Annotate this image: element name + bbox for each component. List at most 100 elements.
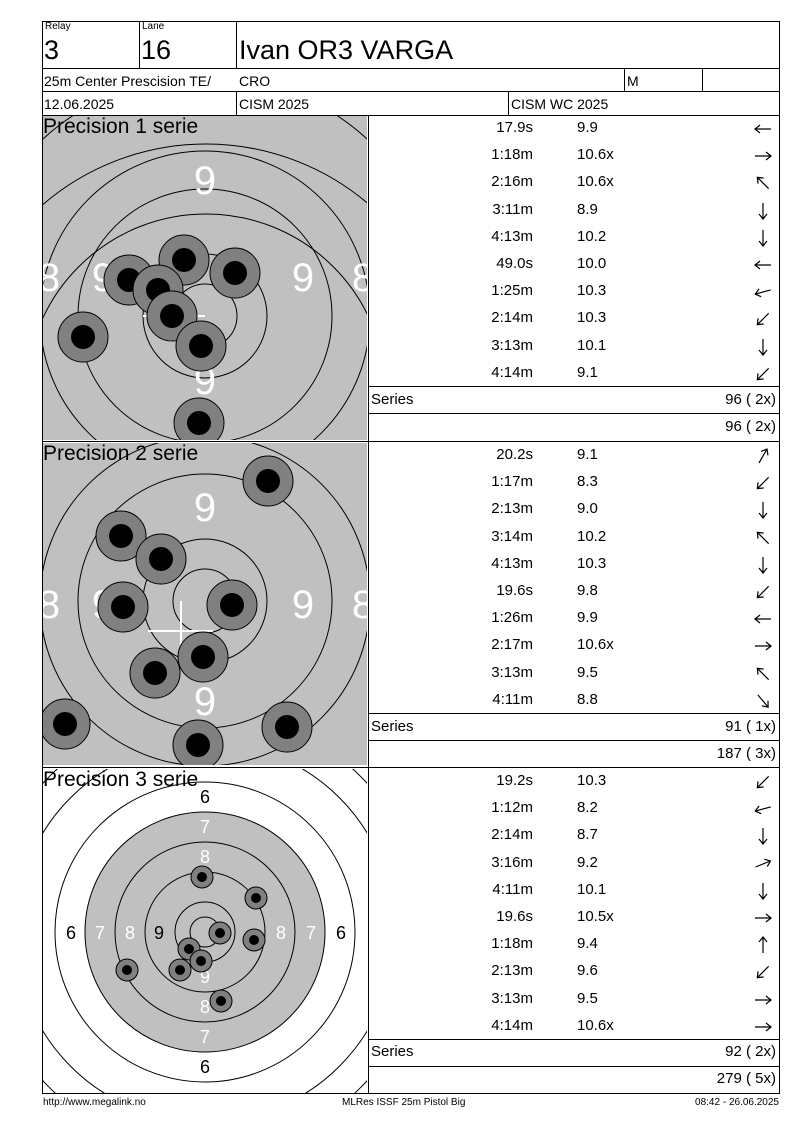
- arrow-icon: [756, 313, 770, 326]
- header-divider: [702, 68, 703, 91]
- shot-time: 4:14m: [491, 1016, 533, 1034]
- svg-text:8: 8: [200, 997, 210, 1017]
- footer-program: MLRes ISSF 25m Pistol Big: [342, 1097, 466, 1108]
- svg-text:8: 8: [352, 256, 367, 300]
- shot-score: 9.4: [577, 935, 598, 953]
- target-1: 9 9 9 9 8 8: [43, 116, 367, 440]
- shot-time: 2:16m: [491, 173, 533, 191]
- shot-row: 3:13m 10.1: [369, 333, 779, 360]
- svg-text:6: 6: [336, 923, 346, 943]
- svg-text:6: 6: [200, 1057, 210, 1077]
- gender: M: [627, 73, 639, 89]
- svg-text:9: 9: [292, 256, 314, 300]
- divider: [368, 740, 780, 741]
- divider: [368, 442, 369, 768]
- shot-score: 10.5x: [577, 908, 614, 925]
- arrow-icon: [755, 913, 772, 923]
- shot-score: 9.1: [577, 446, 598, 463]
- arrow-icon: [758, 338, 768, 356]
- arrow-icon: [754, 288, 771, 298]
- shot-score: 8.8: [577, 690, 598, 708]
- arrow-icon: [756, 477, 770, 490]
- svg-text:8: 8: [43, 256, 60, 300]
- svg-text:7: 7: [95, 923, 105, 943]
- date: 12.06.2025: [44, 96, 115, 112]
- svg-text:9: 9: [194, 486, 216, 530]
- running-total: 96 ( 2x): [725, 418, 776, 435]
- shot-time: 2:13m: [491, 962, 533, 980]
- footer-url[interactable]: http://www.megalink.no: [43, 1097, 146, 1108]
- shot-score: 9.2: [577, 853, 598, 871]
- shot-score: 8.7: [577, 826, 598, 844]
- arrow-icon: [754, 614, 771, 624]
- shot-score: 10.1: [577, 336, 607, 354]
- header-divider: [236, 91, 237, 116]
- shot-score: 10.3: [577, 554, 607, 572]
- shot-row: 1:18m 9.4: [369, 931, 779, 958]
- arrow-icon: [758, 502, 768, 520]
- svg-text:8: 8: [43, 583, 60, 627]
- svg-text:8: 8: [352, 583, 367, 627]
- divider: [368, 713, 780, 714]
- series-title: Precision 3 serie: [43, 768, 199, 791]
- arrow-icon: [756, 775, 770, 789]
- shot-time: 3:13m: [491, 989, 533, 1007]
- svg-text:8: 8: [125, 923, 135, 943]
- shot-row: 2:14m 8.7: [369, 822, 779, 849]
- shot-time: 19.6s: [496, 582, 533, 599]
- svg-text:9: 9: [194, 159, 216, 203]
- shot-time: 1:17m: [491, 473, 533, 491]
- series-total: 96 ( 2x): [725, 391, 776, 408]
- shot-time: 1:18m: [491, 935, 533, 953]
- divider: [368, 768, 369, 1094]
- shot-score: 9.9: [577, 119, 598, 136]
- series-block-3: 6 6 6 6 9 7 7 7 7 8 8 8 8 9 P: [42, 768, 780, 1094]
- shot-time: 2:14m: [491, 309, 533, 327]
- shot-time: 3:13m: [491, 336, 533, 354]
- arrow-icon: [758, 448, 769, 464]
- arrow-icon: [758, 828, 768, 846]
- shot-score: 10.3: [577, 282, 607, 300]
- svg-text:6: 6: [66, 923, 76, 943]
- arrow-icon: [756, 966, 770, 979]
- arrow-icon: [756, 667, 770, 680]
- shot-score: 10.0: [577, 255, 607, 272]
- header-divider: [624, 68, 625, 91]
- series-label: Series: [371, 1043, 414, 1060]
- shot-time: 3:11m: [492, 200, 533, 218]
- series-label: Series: [371, 391, 414, 408]
- arrow-icon: [754, 260, 771, 270]
- lane-value: 16: [141, 35, 172, 65]
- shot-time: 2:14m: [491, 826, 533, 844]
- shot-time: 4:13m: [491, 227, 533, 245]
- arrow-icon: [756, 531, 770, 544]
- relay-value: 3: [44, 35, 60, 65]
- svg-text:7: 7: [200, 1027, 210, 1047]
- header-divider: [508, 91, 509, 116]
- series-total: 92 ( 2x): [725, 1043, 776, 1060]
- shot-time: 2:17m: [491, 636, 533, 654]
- divider: [368, 413, 780, 414]
- arrow-icon: [756, 177, 770, 190]
- running-total: 187 ( 3x): [716, 745, 776, 762]
- divider: [42, 767, 780, 768]
- shot-score: 9.1: [577, 363, 598, 381]
- svg-text:9: 9: [154, 923, 164, 943]
- shot-time: 3:14m: [491, 527, 533, 545]
- shot-time: 2:13m: [491, 500, 533, 518]
- relay-label: Relay: [45, 21, 71, 32]
- shot-score: 9.9: [577, 609, 598, 627]
- series-frame: [42, 115, 780, 1094]
- shot-time: 20.2s: [496, 446, 533, 463]
